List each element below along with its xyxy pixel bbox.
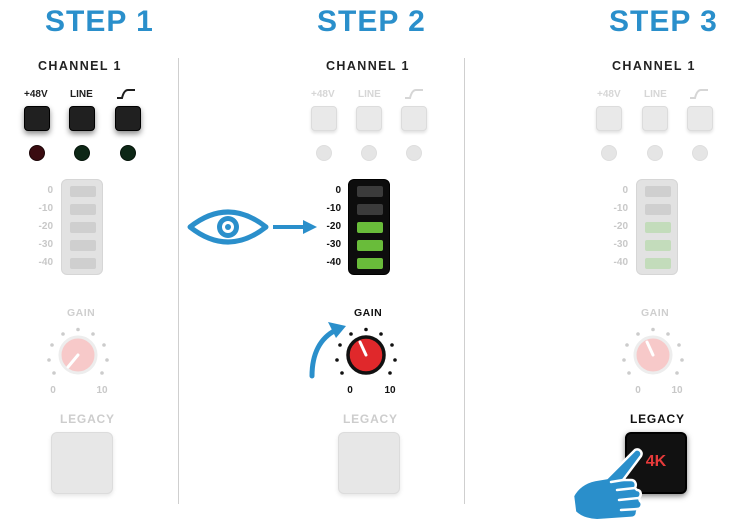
- meter-label: -10: [326, 203, 341, 214]
- meter-segment: [70, 222, 96, 233]
- gain-min-label: 0: [50, 385, 56, 396]
- phantom-power-led: [601, 145, 617, 161]
- phantom-power-label: +48V: [311, 89, 335, 100]
- divider: [464, 58, 465, 504]
- meter-segment: [70, 186, 96, 197]
- meter-segment: [645, 186, 671, 197]
- phantom-power-led: [316, 145, 332, 161]
- step-1-title: STEP 1: [45, 5, 154, 38]
- channel-title: CHANNEL 1: [612, 59, 696, 73]
- meter-label: -40: [38, 257, 53, 268]
- air-led: [120, 145, 136, 161]
- step-3-title: STEP 3: [609, 5, 718, 38]
- divider: [178, 58, 179, 504]
- level-meter: [348, 179, 390, 275]
- legacy-label: LEGACY: [60, 412, 115, 426]
- level-meter: [636, 179, 678, 275]
- meter-segment: [357, 258, 383, 269]
- phantom-power-label: +48V: [597, 89, 621, 100]
- gain-knob[interactable]: [332, 327, 408, 384]
- meter-segment: [645, 240, 671, 251]
- gain-knob[interactable]: [619, 327, 695, 384]
- air-curve-icon: [690, 89, 708, 99]
- step-2-title: STEP 2: [317, 5, 426, 38]
- line-led: [361, 145, 377, 161]
- level-meter: [61, 179, 103, 275]
- step-1-panel: STEP 1 CHANNEL 1 +48V LINE 0 -10 -20 -30…: [0, 0, 252, 531]
- meter-label: -40: [613, 257, 628, 268]
- gain-label: GAIN: [354, 307, 383, 319]
- phantom-power-button[interactable]: [311, 106, 337, 131]
- legacy-label: LEGACY: [343, 412, 398, 426]
- arrow-right-icon: [273, 220, 317, 234]
- gain-max-label: 10: [671, 385, 683, 396]
- line-led: [74, 145, 90, 161]
- gain-label: GAIN: [641, 307, 670, 319]
- gain-max-label: 10: [96, 385, 108, 396]
- gain-label: GAIN: [67, 307, 96, 319]
- meter-label: -30: [326, 239, 341, 250]
- pointing-hand-icon: [571, 448, 643, 522]
- meter-segment: [357, 204, 383, 215]
- meter-label: -20: [613, 221, 628, 232]
- meter-segment: [70, 240, 96, 251]
- line-button[interactable]: [69, 106, 95, 131]
- meter-segment: [645, 258, 671, 269]
- gain-max-label: 10: [384, 385, 396, 396]
- meter-label: 0: [47, 185, 53, 196]
- line-led: [647, 145, 663, 161]
- legacy-label: LEGACY: [630, 412, 685, 426]
- gain-min-label: 0: [635, 385, 641, 396]
- meter-segment: [357, 240, 383, 251]
- meter-label: -20: [326, 221, 341, 232]
- meter-segment: [645, 222, 671, 233]
- channel-title: CHANNEL 1: [38, 59, 122, 73]
- gain-min-label: 0: [347, 385, 353, 396]
- meter-label: -10: [38, 203, 53, 214]
- meter-segment: [645, 204, 671, 215]
- legacy-button[interactable]: [51, 432, 113, 494]
- gain-knob[interactable]: [44, 327, 120, 384]
- air-led: [406, 145, 422, 161]
- line-label: LINE: [358, 89, 381, 100]
- legacy-button[interactable]: [338, 432, 400, 494]
- meter-label: -20: [38, 221, 53, 232]
- line-label: LINE: [644, 89, 667, 100]
- step-2-panel: STEP 2 CHANNEL 1 +48V LINE 0 -10 -20 -30…: [252, 0, 504, 531]
- phantom-power-label: +48V: [24, 89, 48, 100]
- step-3-panel: STEP 3 CHANNEL 1 +48V LINE 0 -10 -20 -30…: [504, 0, 755, 531]
- phantom-power-button[interactable]: [24, 106, 50, 131]
- meter-label: -40: [326, 257, 341, 268]
- air-led: [692, 145, 708, 161]
- air-button[interactable]: [401, 106, 427, 131]
- air-button[interactable]: [115, 106, 141, 131]
- meter-segment: [70, 258, 96, 269]
- meter-segment: [70, 204, 96, 215]
- legacy-4k-label: 4K: [645, 453, 667, 470]
- meter-segment: [357, 222, 383, 233]
- phantom-power-button[interactable]: [596, 106, 622, 131]
- air-curve-icon: [405, 89, 423, 99]
- meter-label: 0: [335, 185, 341, 196]
- eye-icon: [187, 209, 269, 245]
- curved-arrow-icon: [309, 322, 346, 379]
- meter-label: -10: [613, 203, 628, 214]
- meter-label: 0: [622, 185, 628, 196]
- meter-label: -30: [38, 239, 53, 250]
- meter-segment: [357, 186, 383, 197]
- meter-label: -30: [613, 239, 628, 250]
- line-button[interactable]: [356, 106, 382, 131]
- line-button[interactable]: [642, 106, 668, 131]
- air-button[interactable]: [687, 106, 713, 131]
- channel-title: CHANNEL 1: [326, 59, 410, 73]
- line-label: LINE: [70, 89, 93, 100]
- phantom-power-led: [29, 145, 45, 161]
- air-curve-icon: [117, 89, 135, 99]
